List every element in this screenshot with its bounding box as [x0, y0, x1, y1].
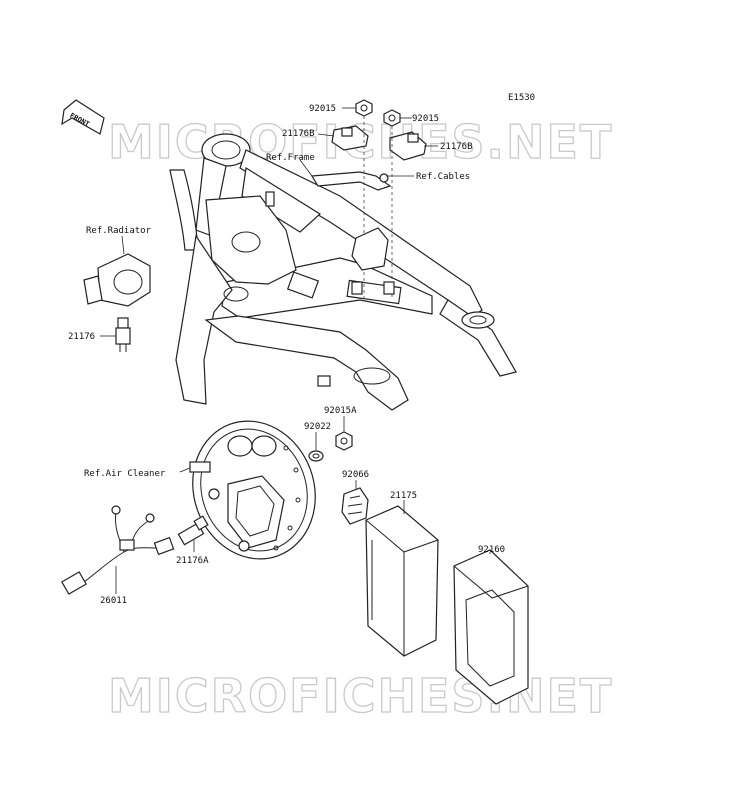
label-21176: 21176: [68, 332, 95, 342]
sensor-21176A: [177, 515, 209, 546]
label-ref-air-cleaner: Ref.Air Cleaner: [84, 469, 166, 479]
sensor-21176: [115, 317, 131, 352]
cover-92160: [453, 549, 529, 705]
front-arrow-icon: FRONT: [61, 99, 105, 135]
label-92015-right: 92015: [412, 114, 439, 124]
nut-92015-right: [383, 109, 401, 127]
label-92160: 92160: [478, 545, 505, 555]
diagram-code: E1530: [508, 93, 535, 103]
air-cleaner-plate: [189, 420, 316, 560]
label-ref-frame: Ref.Frame: [266, 153, 315, 163]
label-21176B-right: 21176B: [440, 142, 473, 152]
label-92015-left: 92015: [309, 104, 336, 114]
label-92022: 92022: [304, 422, 331, 432]
label-26011: 26011: [100, 596, 127, 606]
label-92066: 92066: [342, 470, 369, 480]
harness-26011: [61, 505, 175, 595]
cable-bracket: [310, 171, 392, 191]
label-21175: 21175: [390, 491, 417, 501]
label-21176B-left: 21176B: [282, 129, 315, 139]
frame: [169, 133, 517, 411]
nut-92015A: [335, 431, 353, 451]
sensor-21176B-left: [331, 125, 369, 151]
nut-92015-left: [355, 99, 373, 117]
label-92015A: 92015A: [324, 406, 357, 416]
watermark-bottom: MICROFICHES.NET: [108, 669, 613, 723]
sensor-21176B-right: [389, 131, 427, 161]
label-ref-cables: Ref.Cables: [416, 172, 470, 182]
label-21176A: 21176A: [176, 556, 209, 566]
ecu-21175: [365, 505, 439, 657]
label-ref-radiator: Ref.Radiator: [86, 226, 152, 236]
radiator-housing: [83, 253, 151, 307]
connector-92066: [341, 487, 369, 525]
washer-92022: [308, 450, 324, 462]
